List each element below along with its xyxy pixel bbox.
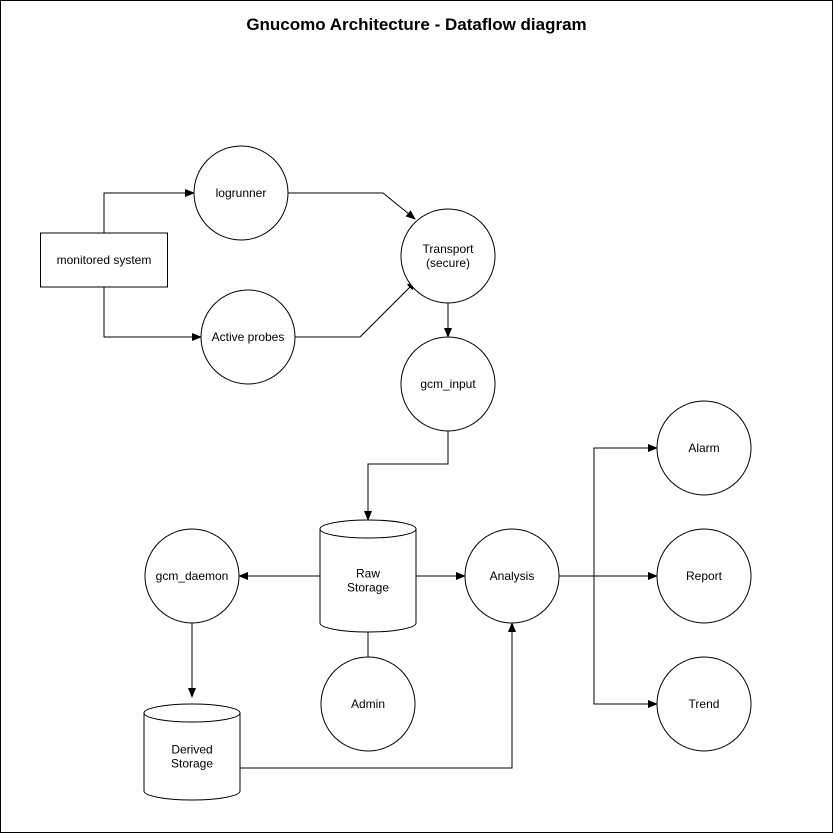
gcm-daemon-label-line-1: gcm_daemon xyxy=(156,569,229,583)
monitored-system-label-line-1: monitored system xyxy=(57,253,152,267)
node-analysis: Analysis xyxy=(464,528,560,624)
node-admin: Admin xyxy=(320,656,416,752)
node-report: Report xyxy=(656,528,752,624)
raw-storage-label-line-1: Raw xyxy=(356,567,380,581)
analysis-label-line-1: Analysis xyxy=(490,569,535,583)
monitored-system-box xyxy=(40,232,168,288)
raw-storage-label-line-2: Storage xyxy=(347,581,389,595)
logrunner-circle xyxy=(193,145,289,241)
edge-derived-storage-to-analysis xyxy=(240,622,516,769)
edge-gcm-input-to-raw-storage xyxy=(364,431,449,521)
edge-monitored-system-to-logrunner xyxy=(103,189,195,233)
edge-analysis-to-alarm xyxy=(559,444,658,577)
report-label-line-1: Report xyxy=(686,569,723,583)
derived-storage-cylinder-body xyxy=(143,713,241,801)
edges-layer xyxy=(103,189,658,769)
report-circle xyxy=(656,528,752,624)
node-gcm-input: gcm_input xyxy=(400,336,496,432)
edge-active-probes-to-transport xyxy=(295,280,417,338)
active-probes-label-line-1: Active probes xyxy=(212,330,285,344)
edge-analysis-to-trend xyxy=(593,576,658,708)
transport-circle xyxy=(400,208,496,304)
gcm-input-label-line-1: gcm_input xyxy=(420,377,476,391)
node-transport: Transport(secure) xyxy=(400,208,496,304)
node-logrunner: logrunner xyxy=(193,145,289,241)
edge-monitored-system-to-active-probes xyxy=(103,287,202,341)
admin-label-line-1: Admin xyxy=(351,697,385,711)
node-monitored-system: monitored system xyxy=(40,232,168,288)
node-gcm-daemon: gcm_daemon xyxy=(144,528,240,624)
node-alarm: Alarm xyxy=(656,400,752,496)
edge-logrunner-to-transport xyxy=(288,192,416,220)
active-probes-circle xyxy=(200,289,296,385)
alarm-label-line-1: Alarm xyxy=(688,441,719,455)
alarm-circle xyxy=(656,400,752,496)
raw-storage-cylinder-top xyxy=(319,519,417,539)
trend-circle xyxy=(656,656,752,752)
logrunner-label-line-1: logrunner xyxy=(216,186,267,200)
transport-label-line-2: (secure) xyxy=(426,256,470,270)
derived-storage-cylinder-top xyxy=(143,703,241,723)
node-active-probes: Active probes xyxy=(200,289,296,385)
node-trend: Trend xyxy=(656,656,752,752)
derived-storage-label-line-2: Storage xyxy=(171,757,213,771)
analysis-circle xyxy=(464,528,560,624)
admin-circle xyxy=(320,656,416,752)
gcm-input-circle xyxy=(400,336,496,432)
trend-label-line-1: Trend xyxy=(689,697,720,711)
diagram-title: Gnucomo Architecture - Dataflow diagram xyxy=(246,15,587,34)
derived-storage-label-line-1: Derived xyxy=(171,743,212,757)
raw-storage-cylinder-body xyxy=(319,529,417,633)
transport-label-line-1: Transport xyxy=(423,242,475,256)
gcm-daemon-circle xyxy=(144,528,240,624)
